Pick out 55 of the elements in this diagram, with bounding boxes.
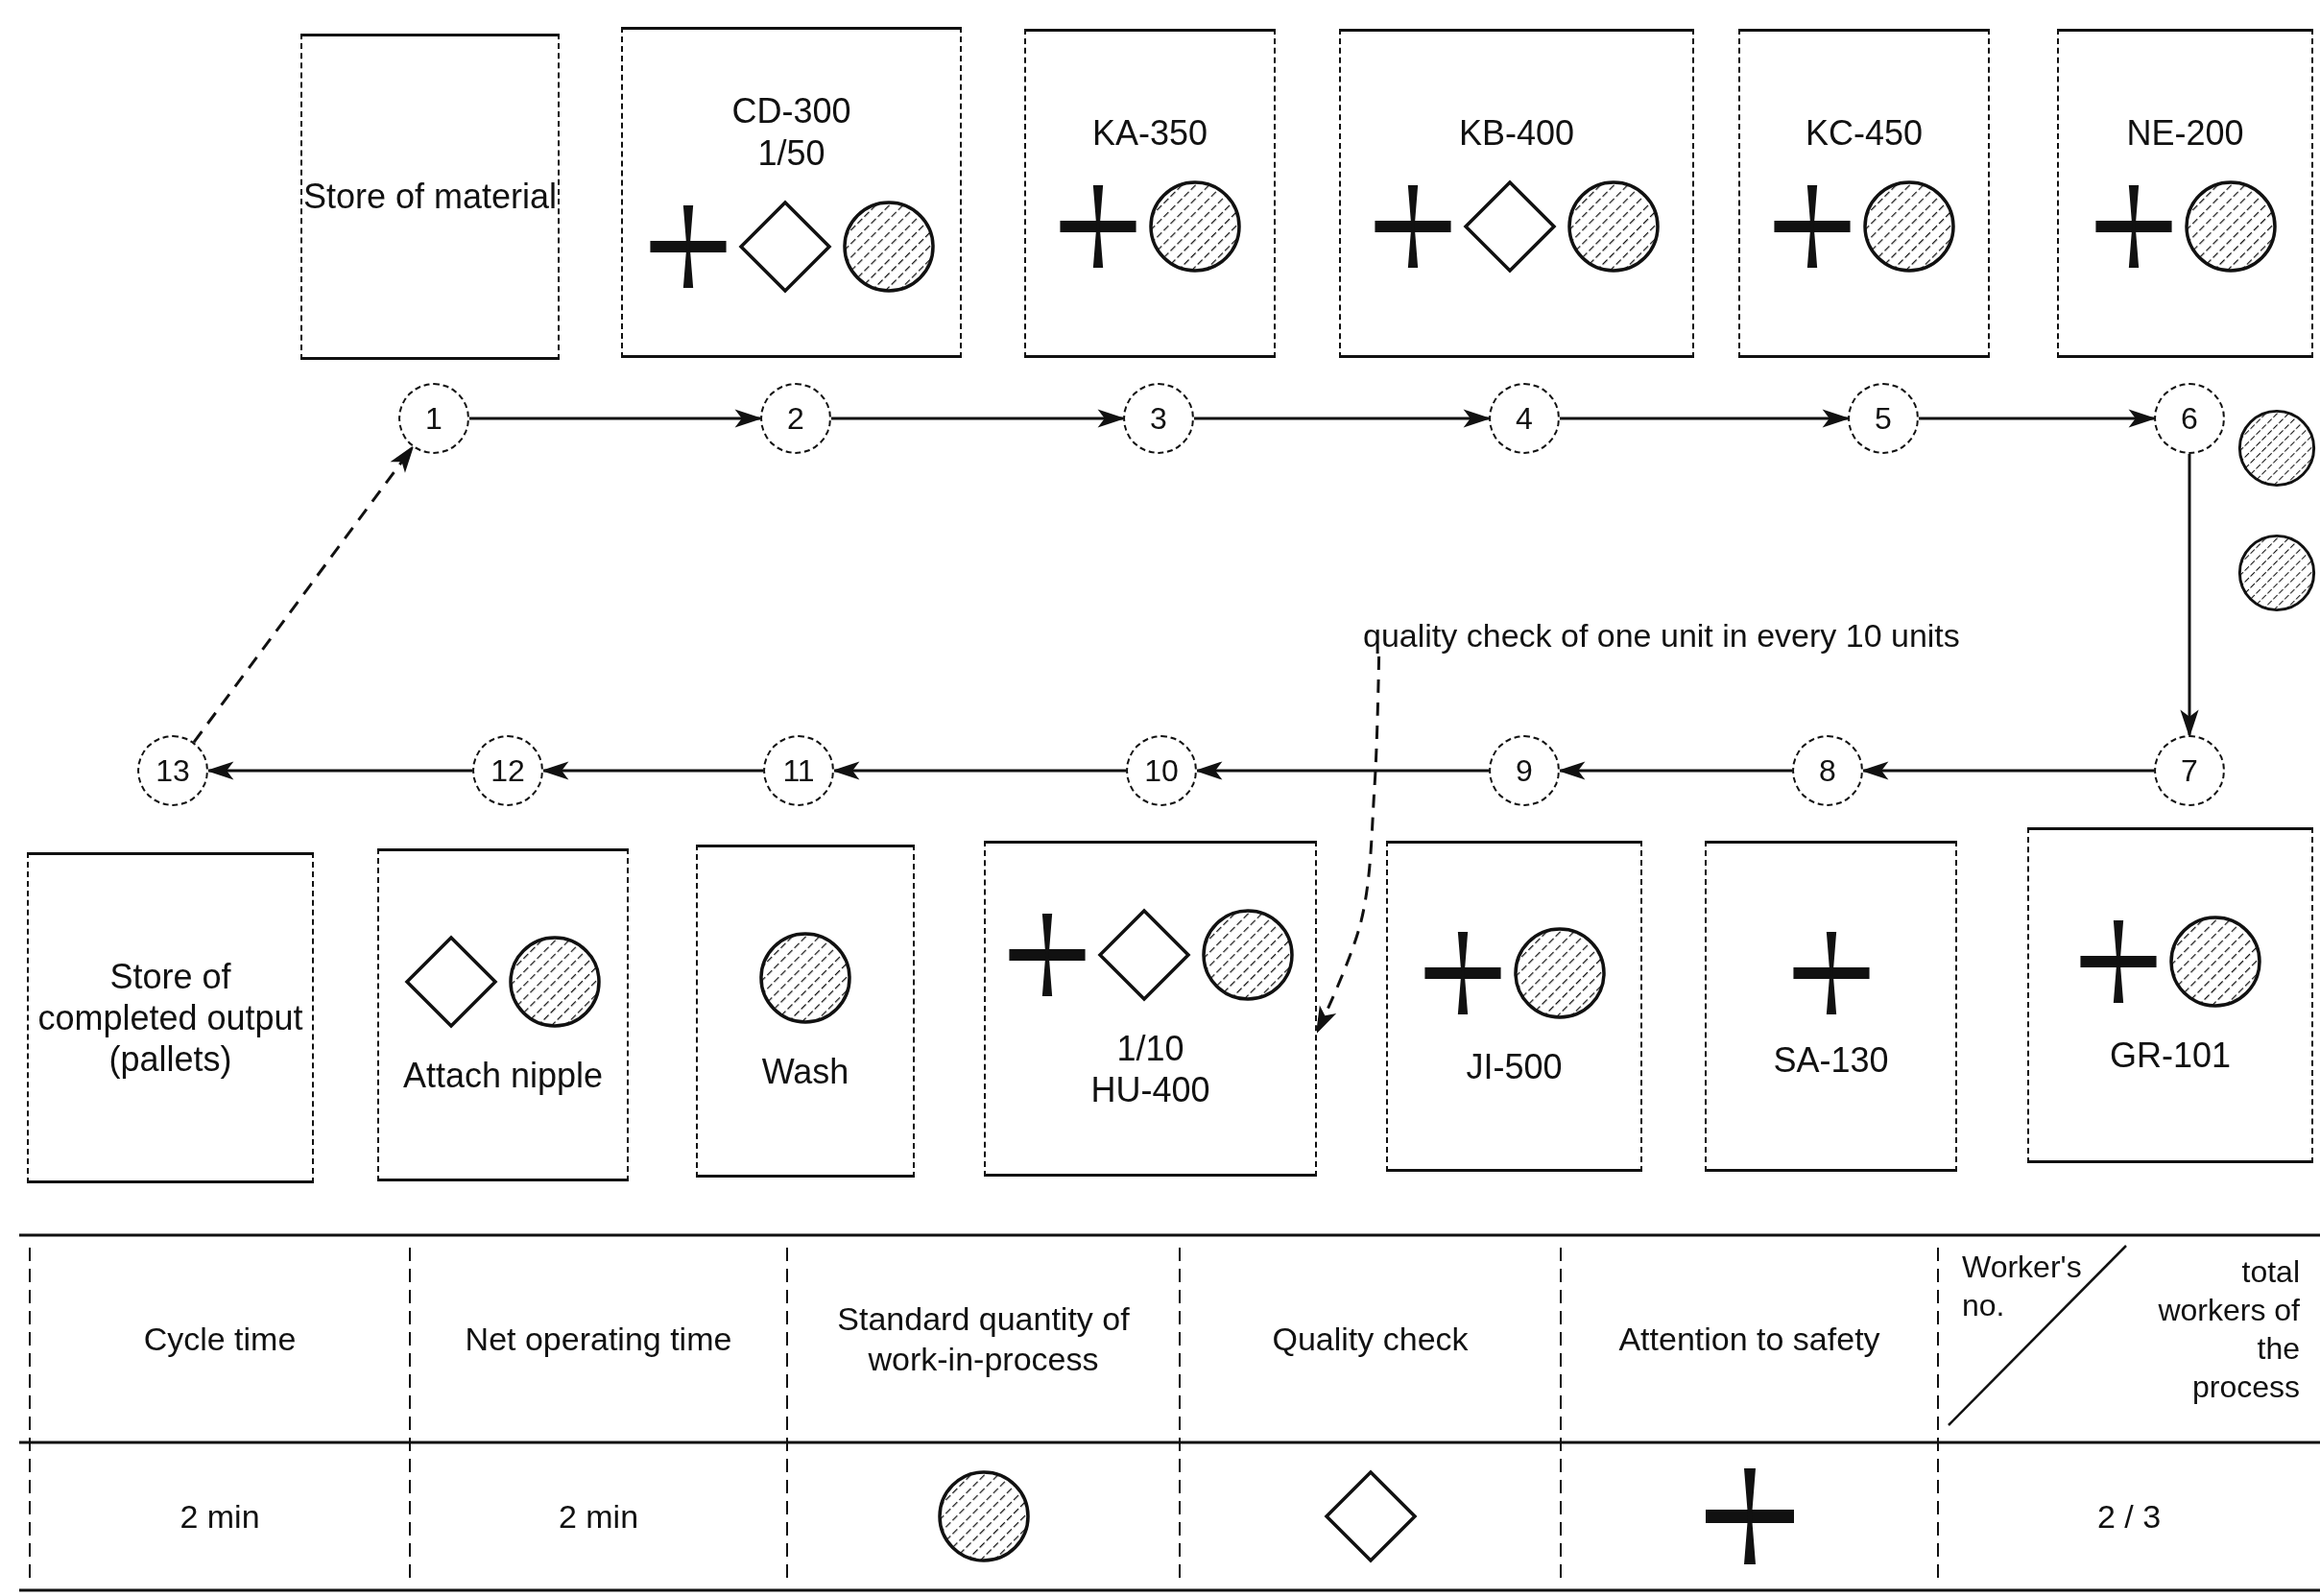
column-header: Standard quantity of work-in-process [836,1298,1131,1379]
box-label: SA-130 [1773,1038,1889,1082]
process-box [621,27,962,358]
step-number: 10 [1144,751,1179,790]
box-label: 1/10 [1115,1027,1185,1069]
box-label: 1/50 [756,131,826,174]
table-value: 2 / 3 [2095,1496,2163,1536]
column-header: Net operating time [464,1319,733,1359]
box-label: KA-350 [1091,111,1208,155]
step-number: 11 [782,751,815,790]
box-label: Attach nipple [402,1054,604,1097]
step-number: 12 [490,751,525,790]
box-label: KB-400 [1458,111,1575,155]
process-box [1738,29,1990,358]
process-box [27,852,314,1183]
process-box [2057,29,2313,358]
process-box [696,845,915,1178]
step-number: 5 [1875,399,1892,438]
process-box [1339,29,1694,358]
box-label: Wash [761,1050,849,1093]
column-header: total workers of the process [2157,1253,2301,1406]
step-number: 7 [2181,751,2198,790]
process-box [1386,841,1642,1172]
column-header: Cycle time [142,1319,298,1359]
table-value: 2 min [179,1496,261,1536]
box-label: HU-400 [1090,1069,1210,1111]
arrow [192,444,415,744]
box-label: KC-450 [1805,111,1924,155]
process-box [377,848,629,1181]
step-number: 6 [2181,399,2198,438]
step-number: 13 [155,751,190,790]
box-label: GR-101 [2109,1035,2232,1077]
step-number: 8 [1819,751,1836,790]
box-label: CD-300 [731,90,851,132]
leader-line [1315,655,1381,1035]
process-box [1024,29,1276,358]
step-number: 4 [1516,399,1533,438]
table-value: 2 min [557,1496,640,1536]
step-number: 2 [787,399,804,438]
process-box [2027,827,2313,1163]
process-box [984,841,1317,1177]
step-number: 1 [425,399,442,438]
box-label: JI-500 [1466,1045,1563,1088]
box-label: Store of completed output (pallets) [36,955,304,1081]
annotation-text: quality check of one unit in every 10 units [1363,616,1961,655]
step-number: 3 [1150,399,1167,438]
column-header: Attention to safety [1617,1319,1881,1359]
process-box [1705,841,1957,1172]
arrow [2180,454,2199,738]
step-number: 9 [1516,751,1533,790]
box-label: NE-200 [2126,111,2244,155]
column-header: Worker's no. [1961,1249,2083,1324]
box-label: Store of material [302,176,558,218]
column-header: Quality check [1271,1319,1470,1359]
process-box [300,34,560,360]
